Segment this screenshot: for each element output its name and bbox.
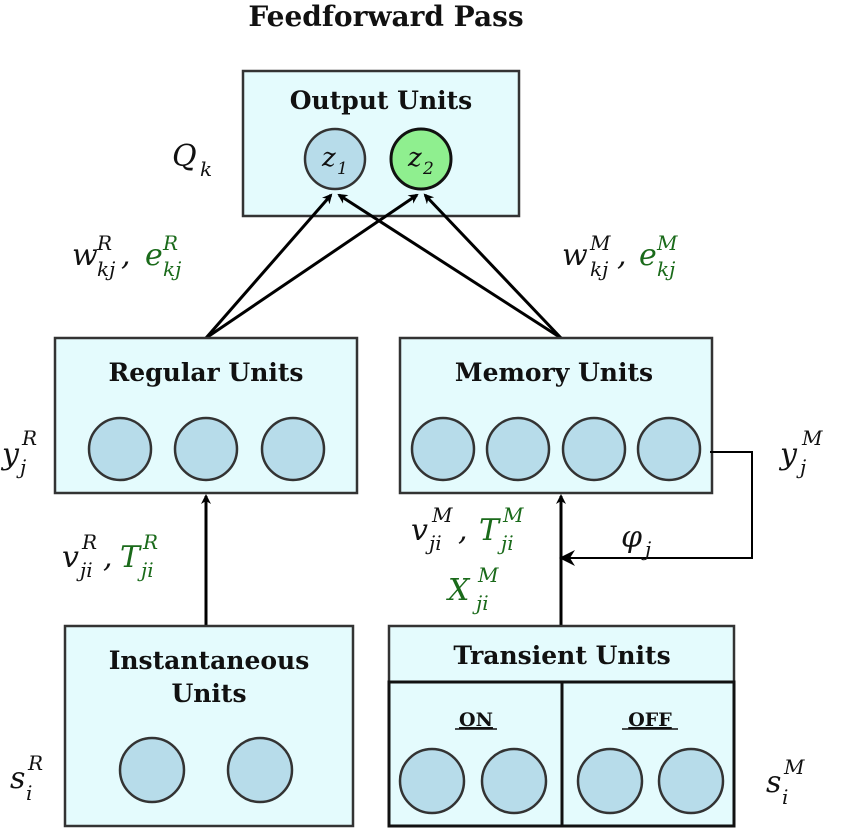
svg-text:R: R bbox=[142, 530, 158, 554]
regular-unit bbox=[260, 416, 326, 482]
svg-text:M: M bbox=[656, 231, 678, 255]
transient-memory-weight-label: v M ji , T M ji X M ji bbox=[411, 503, 524, 615]
svg-text:,: , bbox=[458, 513, 468, 548]
output-units-box: Output Units z 1 z 2 bbox=[241, 69, 521, 218]
transient-on-unit bbox=[480, 747, 548, 815]
svg-text:w: w bbox=[72, 238, 98, 273]
memory-unit bbox=[636, 416, 702, 482]
svg-text:M: M bbox=[477, 563, 499, 587]
output-side-label: Q k bbox=[172, 139, 212, 181]
svg-text:e: e bbox=[145, 238, 163, 273]
output-unit-z1-base: z bbox=[321, 143, 336, 173]
output-unit-z2: z 2 bbox=[389, 127, 453, 191]
svg-text:j: j bbox=[641, 537, 651, 561]
memory-unit bbox=[561, 416, 627, 482]
svg-text:j: j bbox=[796, 455, 806, 479]
instantaneous-regular-weight-label: v R ji , T R ji bbox=[62, 530, 158, 582]
regular-unit bbox=[173, 416, 239, 482]
svg-text:i: i bbox=[26, 781, 32, 805]
svg-text:R: R bbox=[21, 426, 37, 450]
output-unit-z1-sub: 1 bbox=[337, 159, 348, 179]
svg-text:M: M bbox=[502, 503, 524, 527]
regular-output-weight-label: w R kj , e R kj bbox=[72, 231, 181, 281]
svg-text:ji: ji bbox=[137, 558, 154, 582]
diagram-title: Feedforward Pass bbox=[248, 0, 523, 33]
instantaneous-units-label-line2: Units bbox=[171, 679, 246, 708]
svg-text:kj: kj bbox=[97, 257, 115, 281]
svg-text:T: T bbox=[120, 540, 142, 575]
instantaneous-unit bbox=[118, 736, 186, 804]
transient-off-unit bbox=[657, 747, 725, 815]
svg-text:y: y bbox=[778, 437, 798, 472]
output-units-label: Output Units bbox=[290, 86, 473, 115]
memory-unit bbox=[485, 416, 551, 482]
svg-text:R: R bbox=[96, 231, 112, 255]
svg-text:,: , bbox=[617, 238, 627, 273]
svg-text:φ: φ bbox=[621, 520, 642, 555]
svg-text:ji: ji bbox=[497, 531, 514, 555]
memory-recurrent-connection bbox=[559, 451, 753, 566]
svg-text:kj: kj bbox=[657, 257, 675, 281]
transient-units-label: Transient Units bbox=[453, 641, 670, 670]
svg-text:ji: ji bbox=[425, 531, 442, 555]
svg-text:R: R bbox=[81, 530, 97, 554]
svg-text:kj: kj bbox=[163, 257, 181, 281]
transient-on-unit bbox=[398, 747, 466, 815]
svg-text:j: j bbox=[16, 455, 26, 479]
regular-units-box: Regular Units bbox=[53, 336, 359, 495]
instantaneous-unit bbox=[226, 736, 294, 804]
transient-side-label: s M i bbox=[766, 755, 805, 809]
output-side-label-sub: k bbox=[200, 157, 212, 181]
instantaneous-side-label: s R i bbox=[10, 751, 43, 805]
svg-text:s: s bbox=[766, 765, 781, 800]
transient-off-unit bbox=[576, 747, 644, 815]
svg-text:ji: ji bbox=[76, 558, 93, 582]
svg-text:s: s bbox=[10, 761, 25, 796]
output-side-label-base: Q bbox=[172, 139, 197, 174]
svg-text:e: e bbox=[639, 238, 657, 273]
output-unit-z1: z 1 bbox=[303, 127, 367, 191]
output-unit-z2-sub: 2 bbox=[422, 159, 434, 179]
svg-text:M: M bbox=[431, 503, 453, 527]
svg-text:M: M bbox=[589, 231, 611, 255]
svg-text:i: i bbox=[782, 785, 788, 809]
svg-text:v: v bbox=[62, 540, 79, 575]
transient-units-box: Transient Units ON OFF bbox=[387, 624, 736, 828]
transient-off-label: OFF bbox=[628, 709, 672, 731]
svg-text:,: , bbox=[103, 540, 113, 575]
svg-text:y: y bbox=[0, 437, 20, 472]
memory-units-label: Memory Units bbox=[455, 358, 653, 387]
svg-text:M: M bbox=[783, 755, 805, 779]
svg-text:,: , bbox=[121, 238, 131, 273]
regular-side-label: y R j bbox=[0, 426, 37, 479]
svg-text:R: R bbox=[27, 751, 43, 775]
svg-text:T: T bbox=[479, 513, 501, 548]
memory-output-weight-label: w M kj , e M kj bbox=[562, 231, 678, 281]
instantaneous-units-box: Instantaneous Units bbox=[63, 624, 355, 828]
output-connections bbox=[204, 193, 563, 340]
memory-side-label: y M j bbox=[778, 426, 823, 479]
instantaneous-units-label-line1: Instantaneous bbox=[109, 646, 310, 675]
svg-text:kj: kj bbox=[590, 257, 608, 281]
regular-units-label: Regular Units bbox=[108, 358, 303, 387]
memory-units-box: Memory Units bbox=[398, 336, 714, 495]
regular-unit bbox=[87, 416, 153, 482]
transient-on-label: ON bbox=[459, 709, 493, 731]
svg-text:X: X bbox=[446, 573, 471, 608]
svg-text:ji: ji bbox=[472, 591, 489, 615]
memory-unit bbox=[410, 416, 476, 482]
svg-text:v: v bbox=[411, 513, 428, 548]
svg-text:M: M bbox=[801, 426, 823, 450]
output-unit-z2-base: z bbox=[407, 143, 422, 173]
recurrent-phi-label: φ j bbox=[621, 520, 651, 561]
svg-text:w: w bbox=[562, 238, 588, 273]
svg-text:R: R bbox=[162, 231, 178, 255]
